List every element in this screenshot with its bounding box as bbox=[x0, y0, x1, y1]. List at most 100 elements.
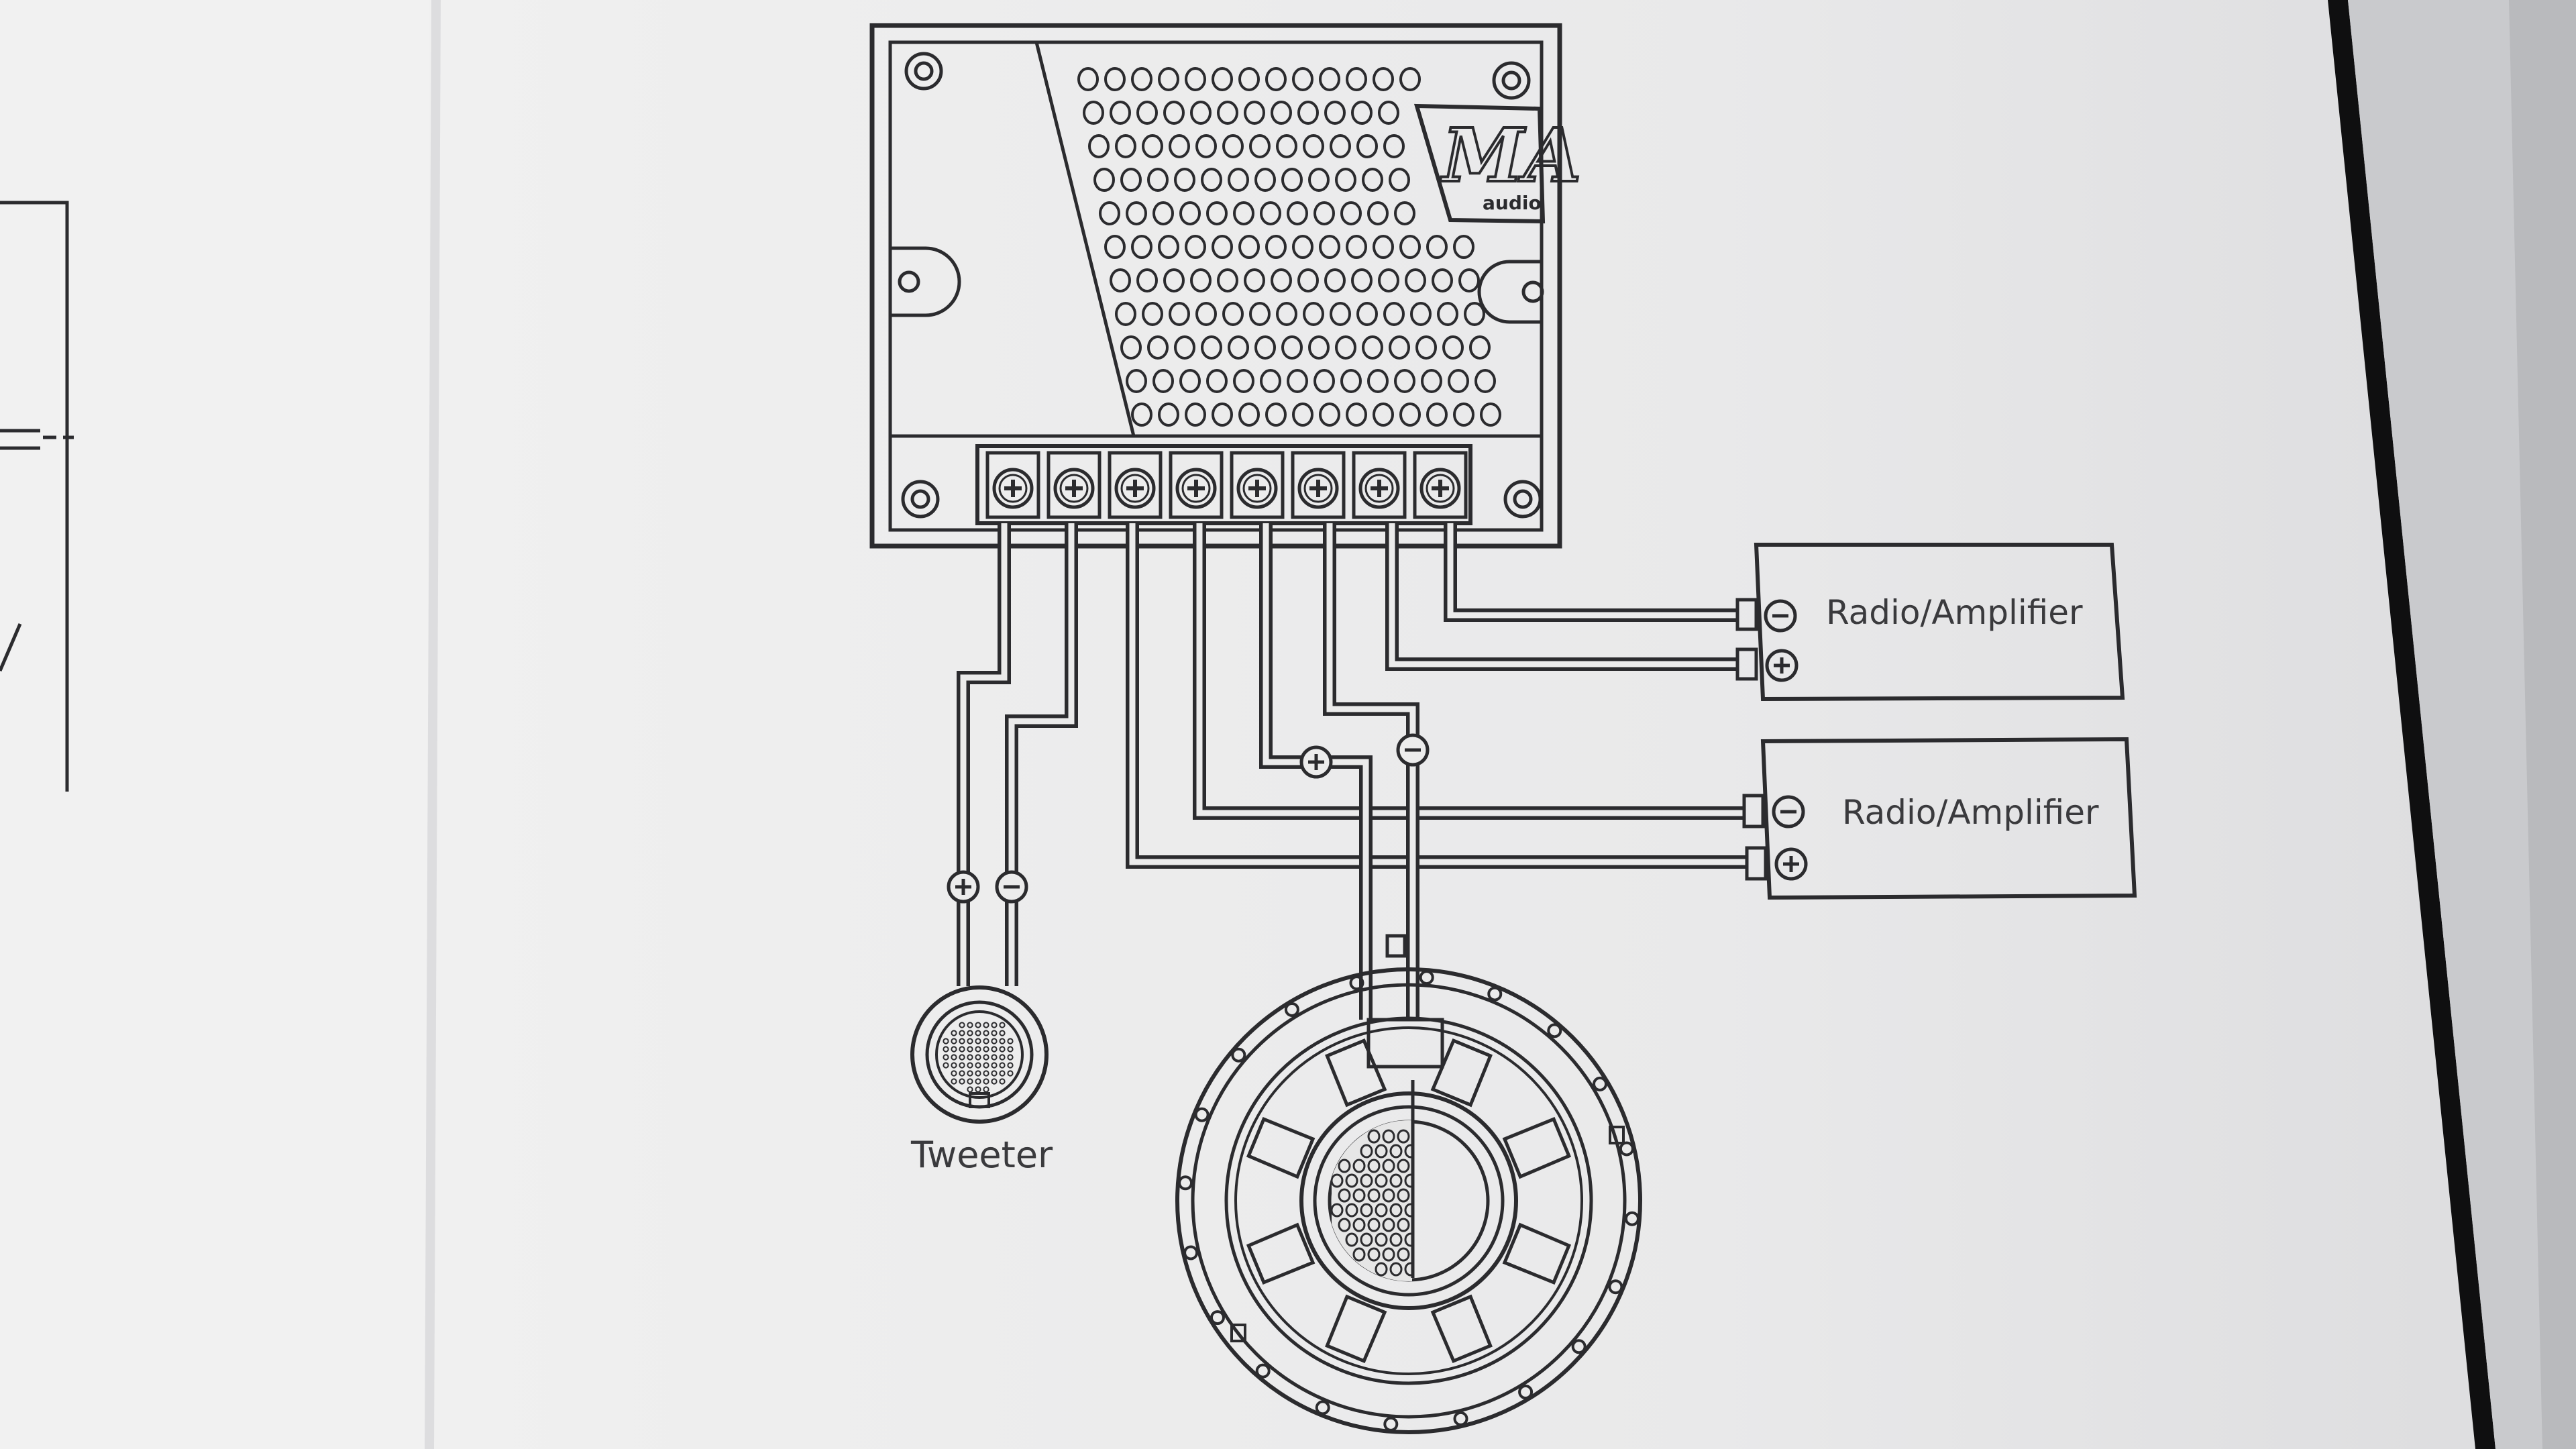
vent-hole bbox=[1340, 369, 1362, 393]
vent-hole bbox=[1346, 402, 1367, 427]
vent-hole bbox=[1158, 67, 1179, 91]
vent-hole bbox=[1335, 168, 1356, 192]
vent-hole bbox=[1222, 302, 1244, 326]
vent-hole bbox=[1260, 369, 1281, 393]
amp-bottom-label: Radio/Amplifier bbox=[1842, 793, 2099, 832]
vent-hole bbox=[1308, 168, 1330, 192]
vent-hole bbox=[1469, 335, 1491, 360]
vent-hole bbox=[1169, 302, 1190, 326]
binding-edge bbox=[2328, 0, 2496, 1449]
mount-hole-left bbox=[890, 246, 961, 317]
vent-hole bbox=[1126, 201, 1147, 225]
vent-hole bbox=[1389, 335, 1410, 360]
ma-audio-logo: MA audio bbox=[1413, 103, 1582, 224]
vent-hole bbox=[1131, 67, 1152, 91]
vent-hole bbox=[1104, 235, 1126, 259]
vent-hole bbox=[1088, 134, 1110, 158]
amp-bottom-positive-wire bbox=[1126, 523, 1747, 869]
vent-hole bbox=[1383, 302, 1405, 326]
vent-hole bbox=[1281, 168, 1303, 192]
vent-hole bbox=[1389, 168, 1410, 192]
vent-hole bbox=[1233, 369, 1254, 393]
vent-hole bbox=[1303, 302, 1324, 326]
vent-hole bbox=[1319, 67, 1340, 91]
vent-hole bbox=[1228, 335, 1249, 360]
terminal-screw-5 bbox=[1230, 451, 1285, 519]
vent-hole bbox=[1378, 101, 1399, 125]
vent-hole bbox=[1212, 235, 1233, 259]
vent-hole bbox=[1415, 335, 1437, 360]
vent-hole bbox=[1147, 335, 1169, 360]
vent-hole bbox=[1383, 134, 1405, 158]
vent-hole bbox=[1319, 235, 1340, 259]
vent-hole bbox=[1356, 302, 1378, 326]
wire-harness bbox=[957, 523, 1747, 1020]
vent-hole bbox=[1244, 268, 1265, 292]
vent-hole bbox=[1217, 268, 1238, 292]
vent-hole bbox=[1281, 335, 1303, 360]
woofer-icon bbox=[1175, 934, 1642, 1434]
terminal-screw-3 bbox=[1108, 451, 1163, 519]
crossover-unit: MA audio bbox=[869, 23, 1582, 549]
radio-amplifier-top: Radio/Amplifier bbox=[1735, 543, 2125, 702]
woofer-positive-marker-icon bbox=[1299, 745, 1333, 779]
vent-hole bbox=[1158, 235, 1179, 259]
page-fold bbox=[425, 0, 441, 1449]
vent-hole bbox=[1190, 268, 1212, 292]
vent-hole bbox=[1260, 201, 1281, 225]
terminal-screw-1 bbox=[985, 451, 1040, 519]
vent-hole bbox=[1394, 369, 1415, 393]
vent-hole bbox=[1185, 402, 1206, 427]
vent-hole bbox=[1330, 134, 1351, 158]
vent-hole bbox=[1351, 268, 1373, 292]
vent-hole bbox=[1244, 101, 1265, 125]
vent-hole bbox=[1190, 101, 1212, 125]
terminal-screw-6 bbox=[1291, 451, 1346, 519]
vent-hole bbox=[1453, 235, 1474, 259]
vent-hole bbox=[1158, 402, 1179, 427]
terminal-screw-8 bbox=[1413, 451, 1468, 519]
vent-hole bbox=[1421, 369, 1442, 393]
paper-left-page bbox=[0, 0, 456, 1449]
vent-hole bbox=[1399, 402, 1421, 427]
vent-hole bbox=[1292, 235, 1313, 259]
vent-hole bbox=[1185, 235, 1206, 259]
vent-hole bbox=[1163, 268, 1185, 292]
vent-hole bbox=[1254, 168, 1276, 192]
tweeter-positive-marker-icon bbox=[947, 870, 980, 904]
radio-amplifier-bottom: Radio/Amplifier bbox=[1742, 737, 2137, 900]
vent-hole bbox=[1249, 134, 1271, 158]
vent-hole bbox=[1271, 268, 1292, 292]
vent-hole bbox=[1238, 402, 1260, 427]
tweeter-label: Tweeter bbox=[910, 1134, 1053, 1176]
vent-hole bbox=[1206, 201, 1228, 225]
vent-hole bbox=[1292, 67, 1313, 91]
vent-hole bbox=[1126, 369, 1147, 393]
vent-hole bbox=[1394, 201, 1415, 225]
vent-hole bbox=[1373, 235, 1394, 259]
vent-hole bbox=[1131, 402, 1152, 427]
vent-hole bbox=[1271, 101, 1292, 125]
vent-hole bbox=[1313, 369, 1335, 393]
mount-hole-right bbox=[1477, 260, 1544, 324]
amp-top-positive-wire bbox=[1385, 523, 1739, 671]
vent-hole bbox=[1147, 168, 1169, 192]
vent-hole bbox=[1136, 268, 1158, 292]
vent-hole bbox=[1104, 67, 1126, 91]
vent-hole bbox=[1120, 168, 1142, 192]
amp-top-positive-terminal-icon bbox=[1765, 649, 1799, 682]
vent-hole bbox=[1195, 134, 1217, 158]
vent-hole bbox=[1169, 134, 1190, 158]
vent-hole bbox=[1142, 134, 1163, 158]
vent-hole bbox=[1115, 302, 1136, 326]
vent-hole bbox=[1287, 369, 1308, 393]
vent-hole bbox=[1378, 268, 1399, 292]
vent-hole bbox=[1099, 201, 1120, 225]
vent-hole bbox=[1480, 402, 1501, 427]
vent-hole bbox=[1233, 201, 1254, 225]
page-shadow bbox=[2509, 0, 2576, 1449]
vent-hole bbox=[1308, 335, 1330, 360]
vent-hole bbox=[1437, 302, 1458, 326]
mount-hole-bottom-right bbox=[1503, 480, 1542, 519]
